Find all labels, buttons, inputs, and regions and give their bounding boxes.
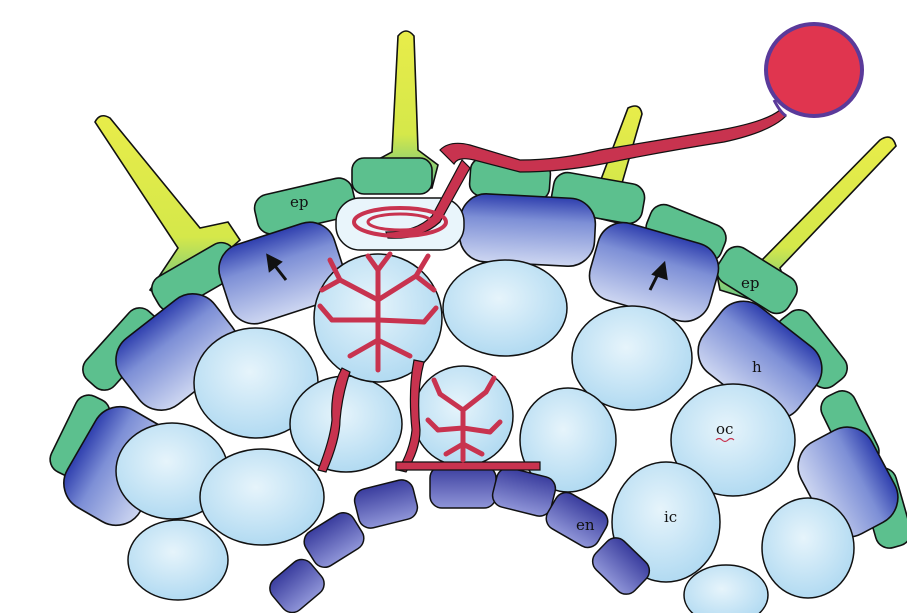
endodermis-cell <box>430 466 496 508</box>
inner-cortex-cell <box>290 376 402 472</box>
hypha-base <box>396 462 540 470</box>
label-h: h <box>752 358 762 376</box>
outer-cortex-cell <box>443 260 567 356</box>
epidermis-cell <box>352 158 432 194</box>
label-ep-left: ep <box>290 193 308 211</box>
hypodermis-cell <box>458 193 596 268</box>
endodermis-cell <box>352 477 420 530</box>
label-en: en <box>576 516 595 534</box>
inner-cortex-cell <box>200 449 324 545</box>
inner-cortex-cell <box>128 520 228 600</box>
label-ep-right: ep <box>741 274 759 292</box>
outer-cortex-cell <box>762 498 854 598</box>
label-ic: ic <box>664 508 677 526</box>
fungal-spore <box>766 24 862 116</box>
label-oc: oc <box>716 420 733 438</box>
